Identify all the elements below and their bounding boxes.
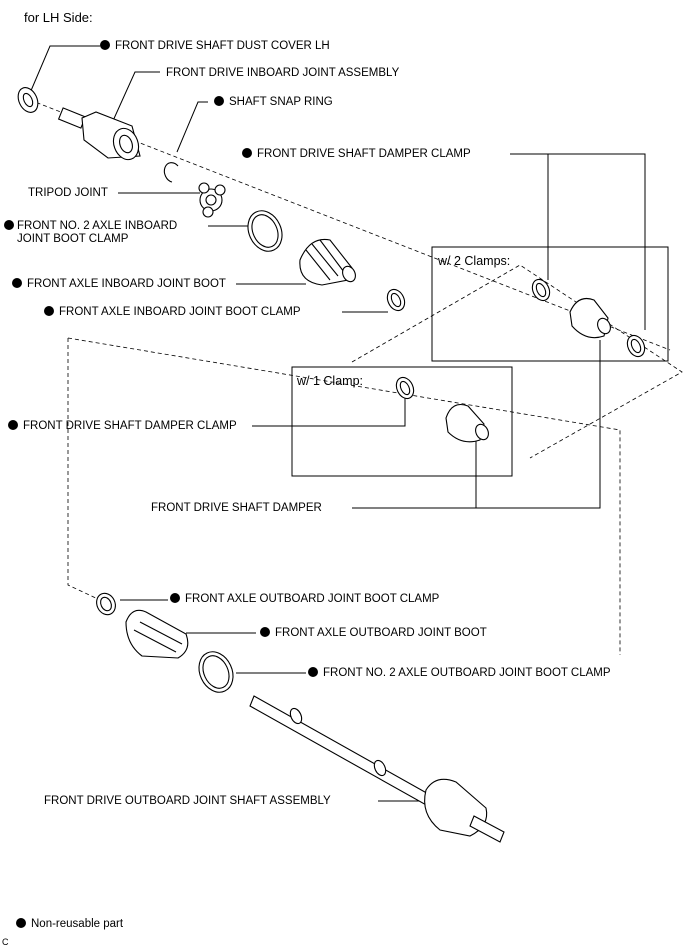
non-reusable-marker [12,278,22,288]
snap-ring-part [163,162,179,183]
leader-dust-cover [29,45,100,94]
label-text: FRONT DRIVE SHAFT DUST COVER LH [115,40,330,52]
label-inboard-boot: FRONT AXLE INBOARD JOINT BOOT [12,278,226,291]
two-clamps-clamp-a [531,278,551,302]
variant-frame [67,338,101,601]
label-text: FRONT AXLE OUTBOARD JOINT BOOT CLAMP [185,593,440,605]
leader-damper-clamp-top [510,153,646,330]
label-outboard-boot-clamp: FRONT AXLE OUTBOARD JOINT BOOT CLAMP [170,593,439,606]
inboard-boot-part [299,238,356,286]
label-text: FRONT AXLE INBOARD JOINT BOOT [27,278,226,290]
inboard-joint-part [57,107,141,161]
legend-text: Non-reusable part [31,918,124,930]
non-reusable-marker [44,306,54,316]
label-outboard-shaft: FRONT DRIVE OUTBOARD JOINT SHAFT ASSEMBL… [44,795,331,807]
label-damper: FRONT DRIVE SHAFT DAMPER [151,502,322,514]
non-reusable-marker [260,627,270,637]
label-text: SHAFT SNAP RING [229,96,333,108]
outboard-boot-clamp-part [96,592,116,616]
label-damper-clamp-mid: FRONT DRIVE SHAFT DAMPER CLAMP [8,420,237,433]
outboard-shaft-part [249,695,505,843]
inboard-boot-clamp-part [386,288,406,312]
one-clamp-damper [445,403,489,443]
label-text: FRONT AXLE OUTBOARD JOINT BOOT [275,627,487,639]
dust-cover-part [17,87,39,113]
no2-inboard-clamp-part [247,210,283,252]
outboard-boot-part [125,609,189,659]
label-text: FRONT NO. 2 AXLE OUTBOARD JOINT BOOT CLA… [323,667,611,679]
label-tripod-joint: TRIPOD JOINT [28,187,108,199]
label-text: FRONT NO. 2 AXLE INBOARD JOINT BOOT CLAM… [17,220,178,245]
label-damper-clamp-top: FRONT DRIVE SHAFT DAMPER CLAMP [242,148,471,161]
label-snap-ring: SHAFT SNAP RING [214,96,333,109]
two-clamps-clamp-b [626,334,646,358]
label-outboard-boot: FRONT AXLE OUTBOARD JOINT BOOT [260,627,487,640]
label-text: FRONT DRIVE SHAFT DAMPER CLAMP [23,420,237,432]
one-clamp-box [291,366,513,477]
variant-frame-right [67,337,621,655]
label-no2-outboard-clamp: FRONT NO. 2 AXLE OUTBOARD JOINT BOOT CLA… [308,667,611,680]
diagram-title: for LH Side: [24,10,93,25]
no2-outboard-clamp-part [198,651,234,693]
label-text: FRONT AXLE INBOARD JOINT BOOT CLAMP [59,306,301,318]
leader-inboard-joint [111,71,160,124]
two-clamps-box [431,246,669,362]
non-reusable-marker [100,40,110,50]
non-reusable-marker [8,420,18,430]
non-reusable-marker [214,96,224,106]
non-reusable-marker [308,667,318,677]
non-reusable-marker [242,148,252,158]
label-inboard-joint-assembly: FRONT DRIVE INBOARD JOINT ASSEMBLY [166,67,400,79]
leader-damper-clamp-mid [252,392,406,427]
label-dust-cover: FRONT DRIVE SHAFT DUST COVER LH [100,40,330,53]
one-clamp-clamp [395,376,415,400]
leader-snap-ring [176,101,208,153]
legend-non-reusable: Non-reusable part [16,918,123,930]
non-reusable-marker [170,593,180,603]
non-reusable-marker [4,220,14,230]
figure-code: C [2,937,9,947]
non-reusable-marker [16,918,26,928]
leader-damper [352,340,601,509]
label-text: FRONT DRIVE SHAFT DAMPER CLAMP [257,148,471,160]
label-inboard-boot-clamp: FRONT AXLE INBOARD JOINT BOOT CLAMP [44,306,301,319]
tripod-joint-part [198,182,226,218]
label-no2-inboard-clamp: FRONT NO. 2 AXLE INBOARD JOINT BOOT CLAM… [4,220,177,246]
box-label-one-clamp: w/ 1 Clamp: [297,374,363,388]
box-label-two-clamps: w/ 2 Clamps: [438,254,511,268]
two-clamps-damper [569,297,611,339]
